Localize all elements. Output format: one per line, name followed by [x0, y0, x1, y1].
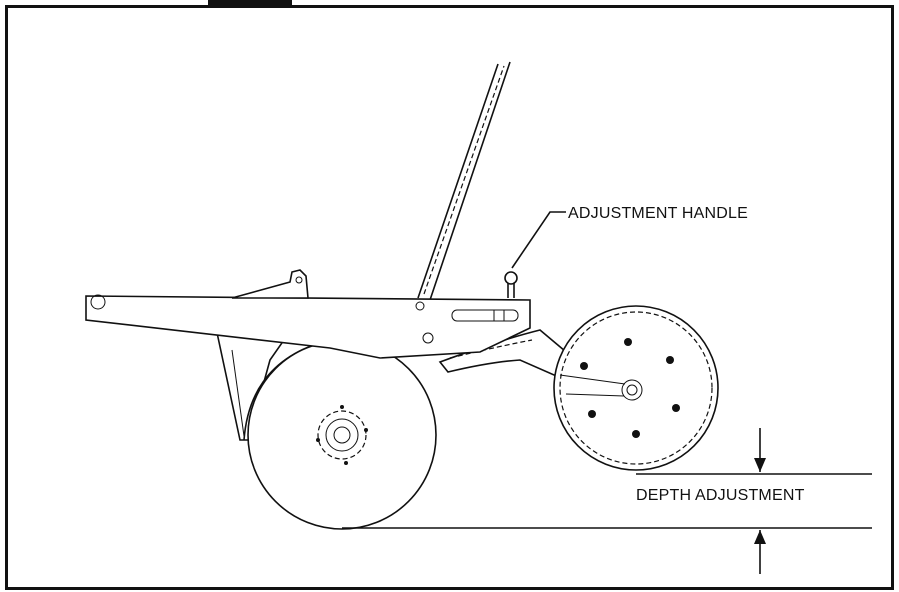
lift-rod: [417, 61, 511, 301]
adjustment-handle-label: ADJUSTMENT HANDLE: [568, 205, 748, 222]
adjustment-handle-leader: [511, 211, 566, 269]
adjustment-handle-knob: [504, 271, 518, 298]
press-wheel: [553, 305, 719, 471]
frame-top-mark: [208, 0, 292, 5]
mount-bracket: [231, 269, 309, 299]
diagram-frame: [5, 5, 894, 590]
depth-adjustment-label: DEPTH ADJUSTMENT: [636, 487, 805, 504]
frame-beam: [85, 294, 531, 359]
depth-dimension: [342, 428, 872, 574]
opener-disc: [243, 339, 437, 530]
